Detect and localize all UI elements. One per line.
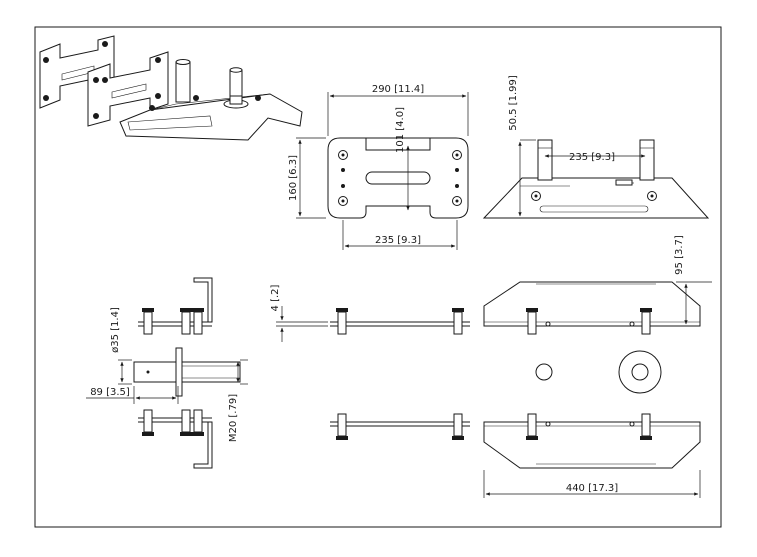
dim-160-label: 160 [6.3] bbox=[288, 155, 299, 201]
base-side-view-bottom bbox=[483, 413, 701, 469]
dim-235-plate-label: 235 [9.3] bbox=[375, 235, 421, 246]
dim-diameter-35-label: ø35 [1.4] bbox=[110, 307, 121, 353]
dim-440-label: 440 [17.3] bbox=[566, 483, 618, 494]
plate-edge-view-bottom bbox=[330, 413, 470, 440]
plate-top-view bbox=[327, 137, 469, 219]
base-side-view-top bbox=[483, 281, 701, 335]
isometric-assembly-view bbox=[39, 35, 303, 141]
flange-inner-circle bbox=[631, 363, 649, 381]
dim-50-5-label: 50.5 [1.99] bbox=[508, 75, 519, 131]
dim-95-label: 95 [3.7] bbox=[674, 235, 685, 275]
drawing-border bbox=[34, 26, 722, 528]
dim-235-side-label: 235 [9.3] bbox=[569, 152, 615, 163]
dim-4-label: 4 [.2] bbox=[270, 284, 281, 311]
dim-290-label: 290 [11.4] bbox=[372, 84, 424, 95]
dim-101-label: 101 [4.0] bbox=[395, 107, 406, 153]
plate-edge-view-top bbox=[330, 308, 470, 335]
dim-m20-label: M20 [.79] bbox=[228, 394, 239, 442]
flange-outer-circle bbox=[618, 350, 662, 394]
pole-top-circle bbox=[535, 363, 553, 381]
dim-89-label: 89 [3.5] bbox=[90, 387, 130, 398]
side-view-poles bbox=[482, 139, 710, 219]
side-view-pole-mount bbox=[133, 277, 241, 469]
